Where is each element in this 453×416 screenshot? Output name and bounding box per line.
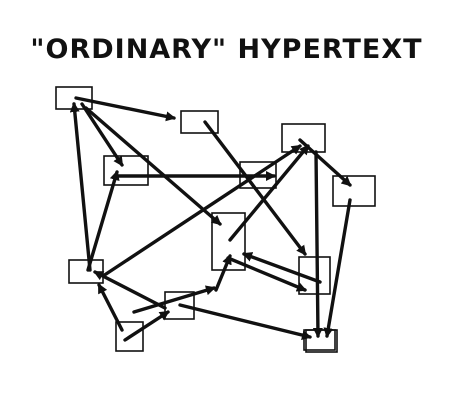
node-box-l bbox=[115, 321, 144, 352]
link-arrow-f-to-h bbox=[228, 144, 310, 242]
link-arrow-i-to-d bbox=[214, 254, 232, 292]
node-box-i bbox=[68, 259, 104, 284]
link-arrow-c-to-a bbox=[69, 102, 92, 272]
link-arrow-f-to-m bbox=[312, 150, 323, 338]
nodes-layer bbox=[55, 86, 376, 353]
link-arrow-l-to-j bbox=[323, 198, 352, 338]
link-arrow-e-to-c bbox=[226, 256, 307, 292]
links-layer bbox=[69, 96, 352, 342]
link-arrow-i-to-a bbox=[101, 144, 302, 278]
node-box-e bbox=[281, 123, 326, 153]
node-box-f bbox=[332, 175, 376, 207]
node-box-a bbox=[55, 86, 93, 110]
link-arrow-g-to-m bbox=[178, 303, 312, 340]
link-arrow-h-to-m bbox=[86, 170, 120, 272]
node-box-k bbox=[164, 291, 195, 320]
node-box-h bbox=[298, 256, 331, 295]
diagram-title: "ORDINARY" HYPERTEXT bbox=[30, 34, 423, 65]
node-box-m bbox=[305, 329, 338, 353]
link-arrow-d-to-f bbox=[84, 106, 222, 226]
link-arrow-e-to-g bbox=[123, 310, 170, 342]
node-box-d bbox=[239, 161, 277, 189]
node-box-g bbox=[211, 212, 246, 271]
node-box-c bbox=[103, 155, 149, 186]
link-arrow-l-to-c bbox=[132, 285, 216, 314]
link-arrow-k-to-e bbox=[242, 252, 322, 284]
node-box-b bbox=[180, 110, 219, 134]
link-arrow-k-to-i bbox=[93, 270, 167, 310]
link-arrow-j-to-k bbox=[97, 283, 124, 332]
link-arrow-a-to-d bbox=[80, 102, 124, 167]
